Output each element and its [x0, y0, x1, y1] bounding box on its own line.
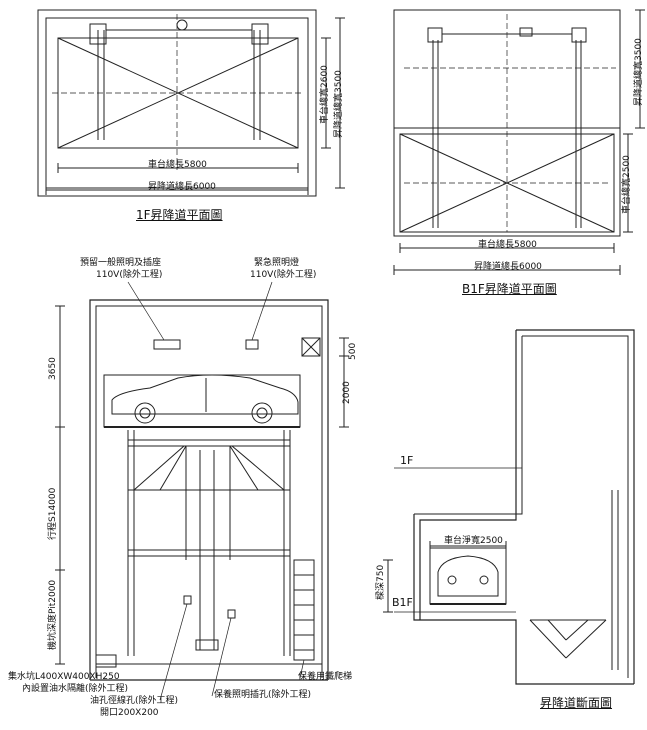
junction-box [301, 337, 321, 357]
plan-1f-platform-width: 車台總寬2600 [320, 65, 330, 124]
plan-b1f-motor-right [571, 27, 587, 43]
plan-1f-shaft-outline [37, 9, 317, 197]
lighting-note-1: 預留一般照明及插座 [80, 258, 162, 268]
maint-light-note: 保養照明插孔(除外工程) [214, 690, 312, 700]
ladder-note: 保養用鐵爬梯 [298, 672, 353, 682]
section-clearance: 樑深750 [376, 564, 386, 600]
floor-1f-label: 1F [400, 454, 414, 467]
sump-note-2: 內設置油水隔離(除外工程) [22, 684, 129, 694]
plan-1f-shaft-width: 昇降道總寬3500 [334, 70, 344, 138]
plan-b1f-motor-left [427, 27, 443, 43]
travel-label: 行程S14000 [48, 487, 58, 540]
plan-b1f-drawing [393, 9, 645, 275]
plan-b1f-shaft-outline [393, 9, 621, 237]
plan-b1f-shaft-width: 昇降道總寬3500 [634, 38, 644, 106]
section-title: 昇降道斷面圖 [540, 696, 613, 710]
sump-pit [95, 654, 117, 668]
lighting-outlet [153, 339, 181, 350]
maint-light-socket [227, 609, 236, 619]
plan-1f-shaft-length: 昇降道總長6000 [148, 182, 216, 192]
dim-2000: 2000 [342, 381, 352, 404]
emergency-note-1: 緊急照明燈 [254, 258, 300, 268]
section-car-front [437, 555, 499, 597]
pit-depth-label: 機坑深度Pit2000 [48, 579, 58, 650]
floor-b1f-label: B1F [392, 596, 413, 609]
plan-b1f-platform-length: 車台總長5800 [478, 240, 537, 250]
plan-1f-title: 1F昇降道平面圖 [136, 208, 223, 222]
car-silhouette [111, 374, 299, 415]
sump-note-1: 集水坑L400XW400XH250 [8, 672, 120, 682]
plan-1f-drawing [37, 9, 345, 197]
plan-b1f-title: B1F昇降道平面圖 [462, 282, 557, 296]
plan-b1f-shaft-length: 昇降道總長6000 [474, 262, 542, 272]
plan-1f-center-pulley [176, 19, 188, 31]
plan-1f-motor-left [89, 23, 107, 45]
section-drawing [383, 329, 635, 685]
plan-b1f-platform-width: 車台總寬2500 [622, 155, 632, 214]
emergency-note-2: 110V(除外工程) [250, 270, 317, 280]
elevation-drawing [55, 281, 349, 701]
dim-top-3650: 3650 [48, 357, 58, 380]
car-platform-frame [103, 374, 301, 428]
lighting-note-2: 110V(除外工程) [96, 270, 163, 280]
oil-hole [183, 595, 192, 605]
emergency-light [245, 339, 259, 350]
plan-1f-platform-length: 車台總長5800 [148, 160, 207, 170]
oil-hole-note-2: 開口200X200 [100, 708, 159, 718]
dim-500: 500 [348, 342, 358, 360]
section-net-width: 車台淨寬2500 [444, 536, 503, 546]
oil-hole-note-1: 油孔徑線孔(除外工程) [90, 696, 179, 706]
plan-1f-motor-right [251, 23, 269, 45]
